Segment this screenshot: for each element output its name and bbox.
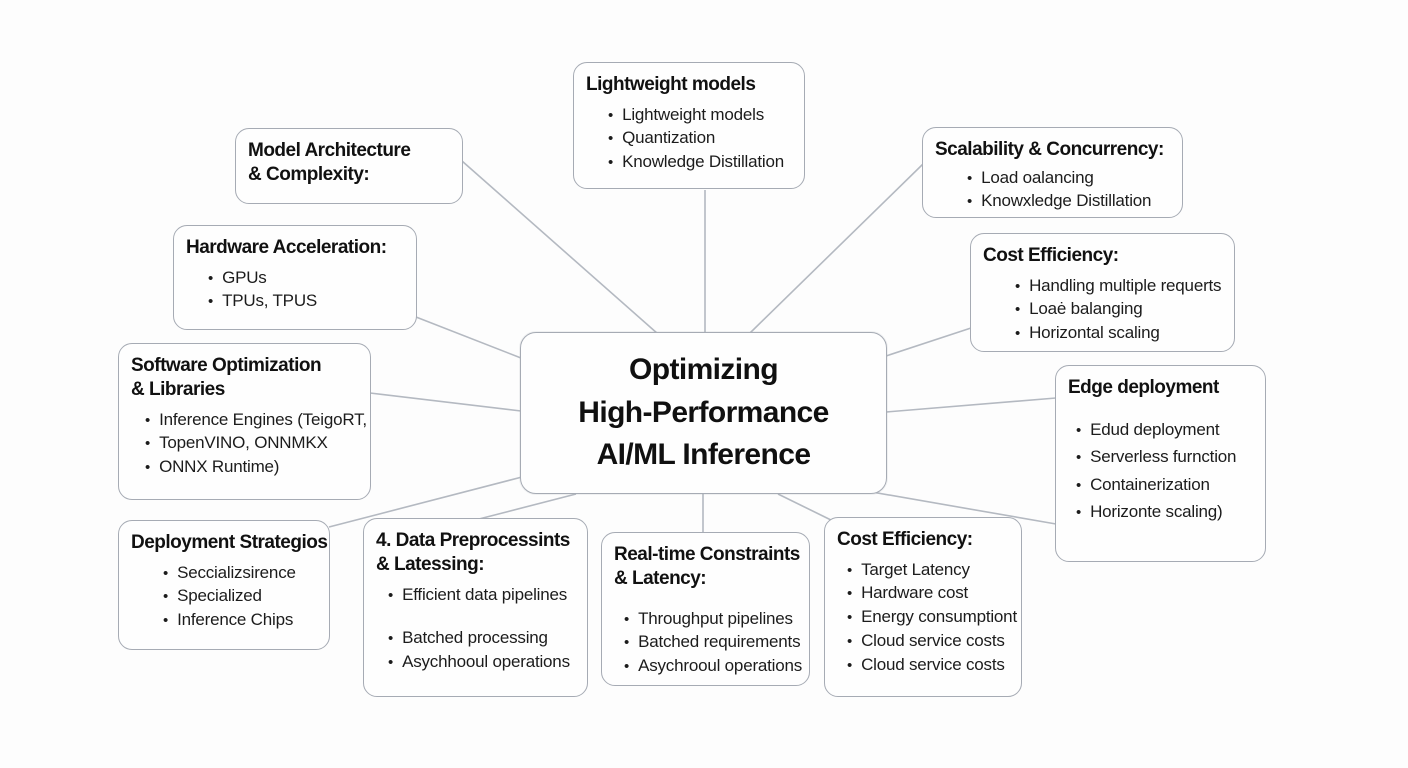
- node-title: Cost Efficiency:: [837, 529, 973, 550]
- bullet-item: Knowledge Distillation: [608, 150, 792, 174]
- bullet-item: Lightweight models: [608, 103, 792, 127]
- node-model-architecture: Model Architecture & Complexity:: [235, 128, 463, 204]
- bullet-item: Inference Chips: [163, 608, 317, 632]
- bullet-list: Load oalancing Knowxledge Distillation: [935, 166, 1170, 213]
- node-title: Real-time Constraints & Latency:: [614, 544, 800, 589]
- bullet-item: Inference Engines (TeigoRT,: [145, 408, 367, 432]
- node-software-optimization: Software Optimization & Libraries Infere…: [118, 343, 371, 500]
- node-edge-deployment: Edge deployment Edud deployment Serverle…: [1055, 365, 1266, 562]
- bullet-list: Edud deployment Serverless furnction Con…: [1068, 416, 1253, 526]
- bullet-item: Batched processing: [388, 626, 575, 650]
- bullet-list: Throughput pipelines Batched requirement…: [614, 607, 802, 678]
- bullet-item: Target Latency: [847, 558, 1009, 582]
- connector-line: [885, 327, 972, 357]
- bullet-item: Energy consumptiont: [847, 605, 1017, 629]
- node-title: Deployment Strategios: [131, 532, 328, 553]
- bullet-item: Containerization: [1076, 471, 1253, 499]
- connector-line: [777, 493, 834, 522]
- bullet-item: Asychhooul operations: [388, 650, 575, 674]
- bullet-item: Seccializsirence: [163, 561, 317, 585]
- node-deployment-strategies: Deployment Strategios Seccializsirence S…: [118, 520, 330, 650]
- connector-line: [885, 397, 1057, 413]
- bullet-item: Load oalancing: [967, 166, 1170, 190]
- bullet-item: Knowxledge Distillation: [967, 189, 1170, 213]
- bullet-item: Throughput pipelines: [624, 607, 797, 631]
- connector-line: [328, 476, 523, 528]
- connector-line: [478, 493, 577, 520]
- bullet-item: Handling multiple requerts: [1015, 274, 1222, 298]
- center-title: Optimizing High-Performance AI/ML Infere…: [578, 353, 829, 472]
- bullet-item: Serverless furnction: [1076, 443, 1253, 471]
- node-scalability-concurrency: Scalability & Concurrency: Load oalancin…: [922, 127, 1183, 218]
- bullet-list: Lightweight models Quantization Knowledg…: [586, 103, 792, 174]
- bullet-item: Cloud service costs: [847, 653, 1009, 677]
- bullet-item: Specialized: [163, 584, 317, 608]
- bullet-list: Target Latency Hardware cost Energy cons…: [837, 558, 1017, 677]
- bullet-list: Handling multiple requerts Loaė balangin…: [983, 274, 1222, 345]
- node-data-preprocessing: 4. Data Preprocessints & Latessing: Effi…: [363, 518, 588, 697]
- node-title: Scalability & Concurrency:: [935, 139, 1164, 160]
- bullet-list: GPUs TPUs, TPUS: [186, 266, 404, 313]
- bullet-item: Quantization: [608, 126, 792, 150]
- bullet-list: Seccializsirence Specialized Inference C…: [131, 561, 317, 632]
- connector-line: [749, 163, 924, 334]
- node-title: Model Architecture & Complexity:: [248, 140, 411, 185]
- connector-line: [415, 316, 522, 359]
- bullet-list: Efficient data pipelines Batched process…: [376, 583, 575, 674]
- node-title: Edge deployment: [1068, 377, 1219, 398]
- node-title: Lightweight models: [586, 74, 756, 95]
- bullet-item: Efficient data pipelines: [388, 583, 575, 607]
- bullet-item: GPUs: [208, 266, 404, 290]
- bullet-item: TPUs, TPUS: [208, 289, 404, 313]
- node-title: 4. Data Preprocessints & Latessing:: [376, 530, 570, 575]
- node-hardware-acceleration: Hardware Acceleration: GPUs TPUs, TPUS: [173, 225, 417, 330]
- bullet-item: TopenVINO, ONNMKX: [145, 431, 358, 455]
- bullet-list: Inference Engines (TeigoRT, TopenVINO, O…: [131, 408, 367, 479]
- node-title: Hardware Acceleration:: [186, 237, 387, 258]
- connector-line: [461, 160, 659, 335]
- node-title: Cost Efficiency:: [983, 245, 1119, 266]
- bullet-item: Cloud service costs: [847, 629, 1009, 653]
- bullet-item: Asychrooul operations: [624, 654, 802, 678]
- bullet-item: ONNX Runtime): [145, 455, 358, 479]
- bullet-item: Edud deployment: [1076, 416, 1253, 444]
- node-cost-efficiency-right: Cost Efficiency: Handling multiple reque…: [970, 233, 1235, 352]
- node-realtime-constraints: Real-time Constraints & Latency: Through…: [601, 532, 810, 686]
- bullet-item: Hardware cost: [847, 581, 1009, 605]
- bullet-item: Loaė balanging: [1015, 297, 1222, 321]
- bullet-item: Horizonte scaling): [1076, 498, 1253, 526]
- connector-line: [865, 490, 1057, 525]
- connector-line: [369, 392, 522, 412]
- node-cost-efficiency-bottom: Cost Efficiency: Target Latency Hardware…: [824, 517, 1022, 697]
- node-title: Software Optimization & Libraries: [131, 355, 322, 400]
- list-spacer: [388, 606, 575, 626]
- bullet-item: Batched requirements: [624, 630, 801, 654]
- bullet-item: Horizontal scaling: [1015, 321, 1222, 345]
- node-center: Optimizing High-Performance AI/ML Infere…: [520, 332, 887, 494]
- node-lightweight-models: Lightweight models Lightweight models Qu…: [573, 62, 805, 189]
